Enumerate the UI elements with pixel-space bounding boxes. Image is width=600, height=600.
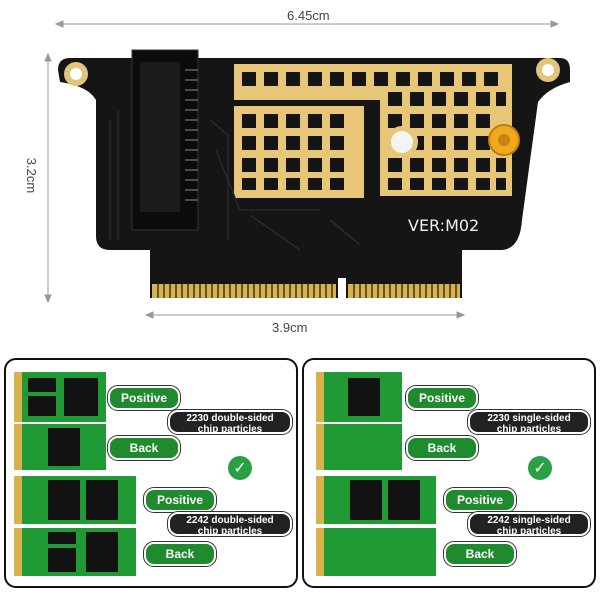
ssd-2230-single-back	[316, 424, 402, 470]
left-height-label: 3.2cm	[24, 157, 40, 194]
ssd-2230-double-positive	[14, 372, 106, 422]
adapter-board-illustration	[44, 20, 570, 319]
top-width-label: 6.45cm	[287, 8, 330, 23]
right-check-icon: ✓	[528, 456, 552, 480]
right-row2-pill: Back	[406, 436, 478, 460]
bottom-width-label: 3.9cm	[272, 320, 308, 335]
ssd-2242-double-back	[14, 528, 136, 576]
left-row1-pill: Positive	[108, 386, 180, 410]
ssd-2242-single-back	[316, 528, 436, 576]
ssd-2242-single-positive	[316, 476, 436, 524]
left-row3-pill: Positive	[144, 488, 216, 512]
left-row2-pill: Back	[108, 436, 180, 460]
ssd-2230-double-back	[14, 424, 106, 470]
double-sided-panel: Positive Back 2230 double-sided chip par…	[4, 358, 298, 588]
ssd-2230-single-positive	[316, 372, 402, 422]
left-note-2242: 2242 double-sided chip particles	[168, 512, 292, 537]
single-sided-panel: Positive Back 2230 single-sided chip par…	[302, 358, 596, 588]
board-version-label: VER:M02	[408, 216, 480, 235]
ssd-2242-double-positive	[14, 476, 136, 524]
right-note-2242: 2242 single-sided chip particles	[468, 512, 590, 537]
right-row3-pill: Positive	[444, 488, 516, 512]
right-row1-pill: Positive	[406, 386, 478, 410]
left-row4-pill: Back	[144, 542, 216, 566]
left-note-2230: 2230 double-sided chip particles	[168, 410, 292, 435]
right-note-2230: 2230 single-sided chip particles	[468, 410, 590, 435]
right-row4-pill: Back	[444, 542, 516, 566]
left-check-icon: ✓	[228, 456, 252, 480]
